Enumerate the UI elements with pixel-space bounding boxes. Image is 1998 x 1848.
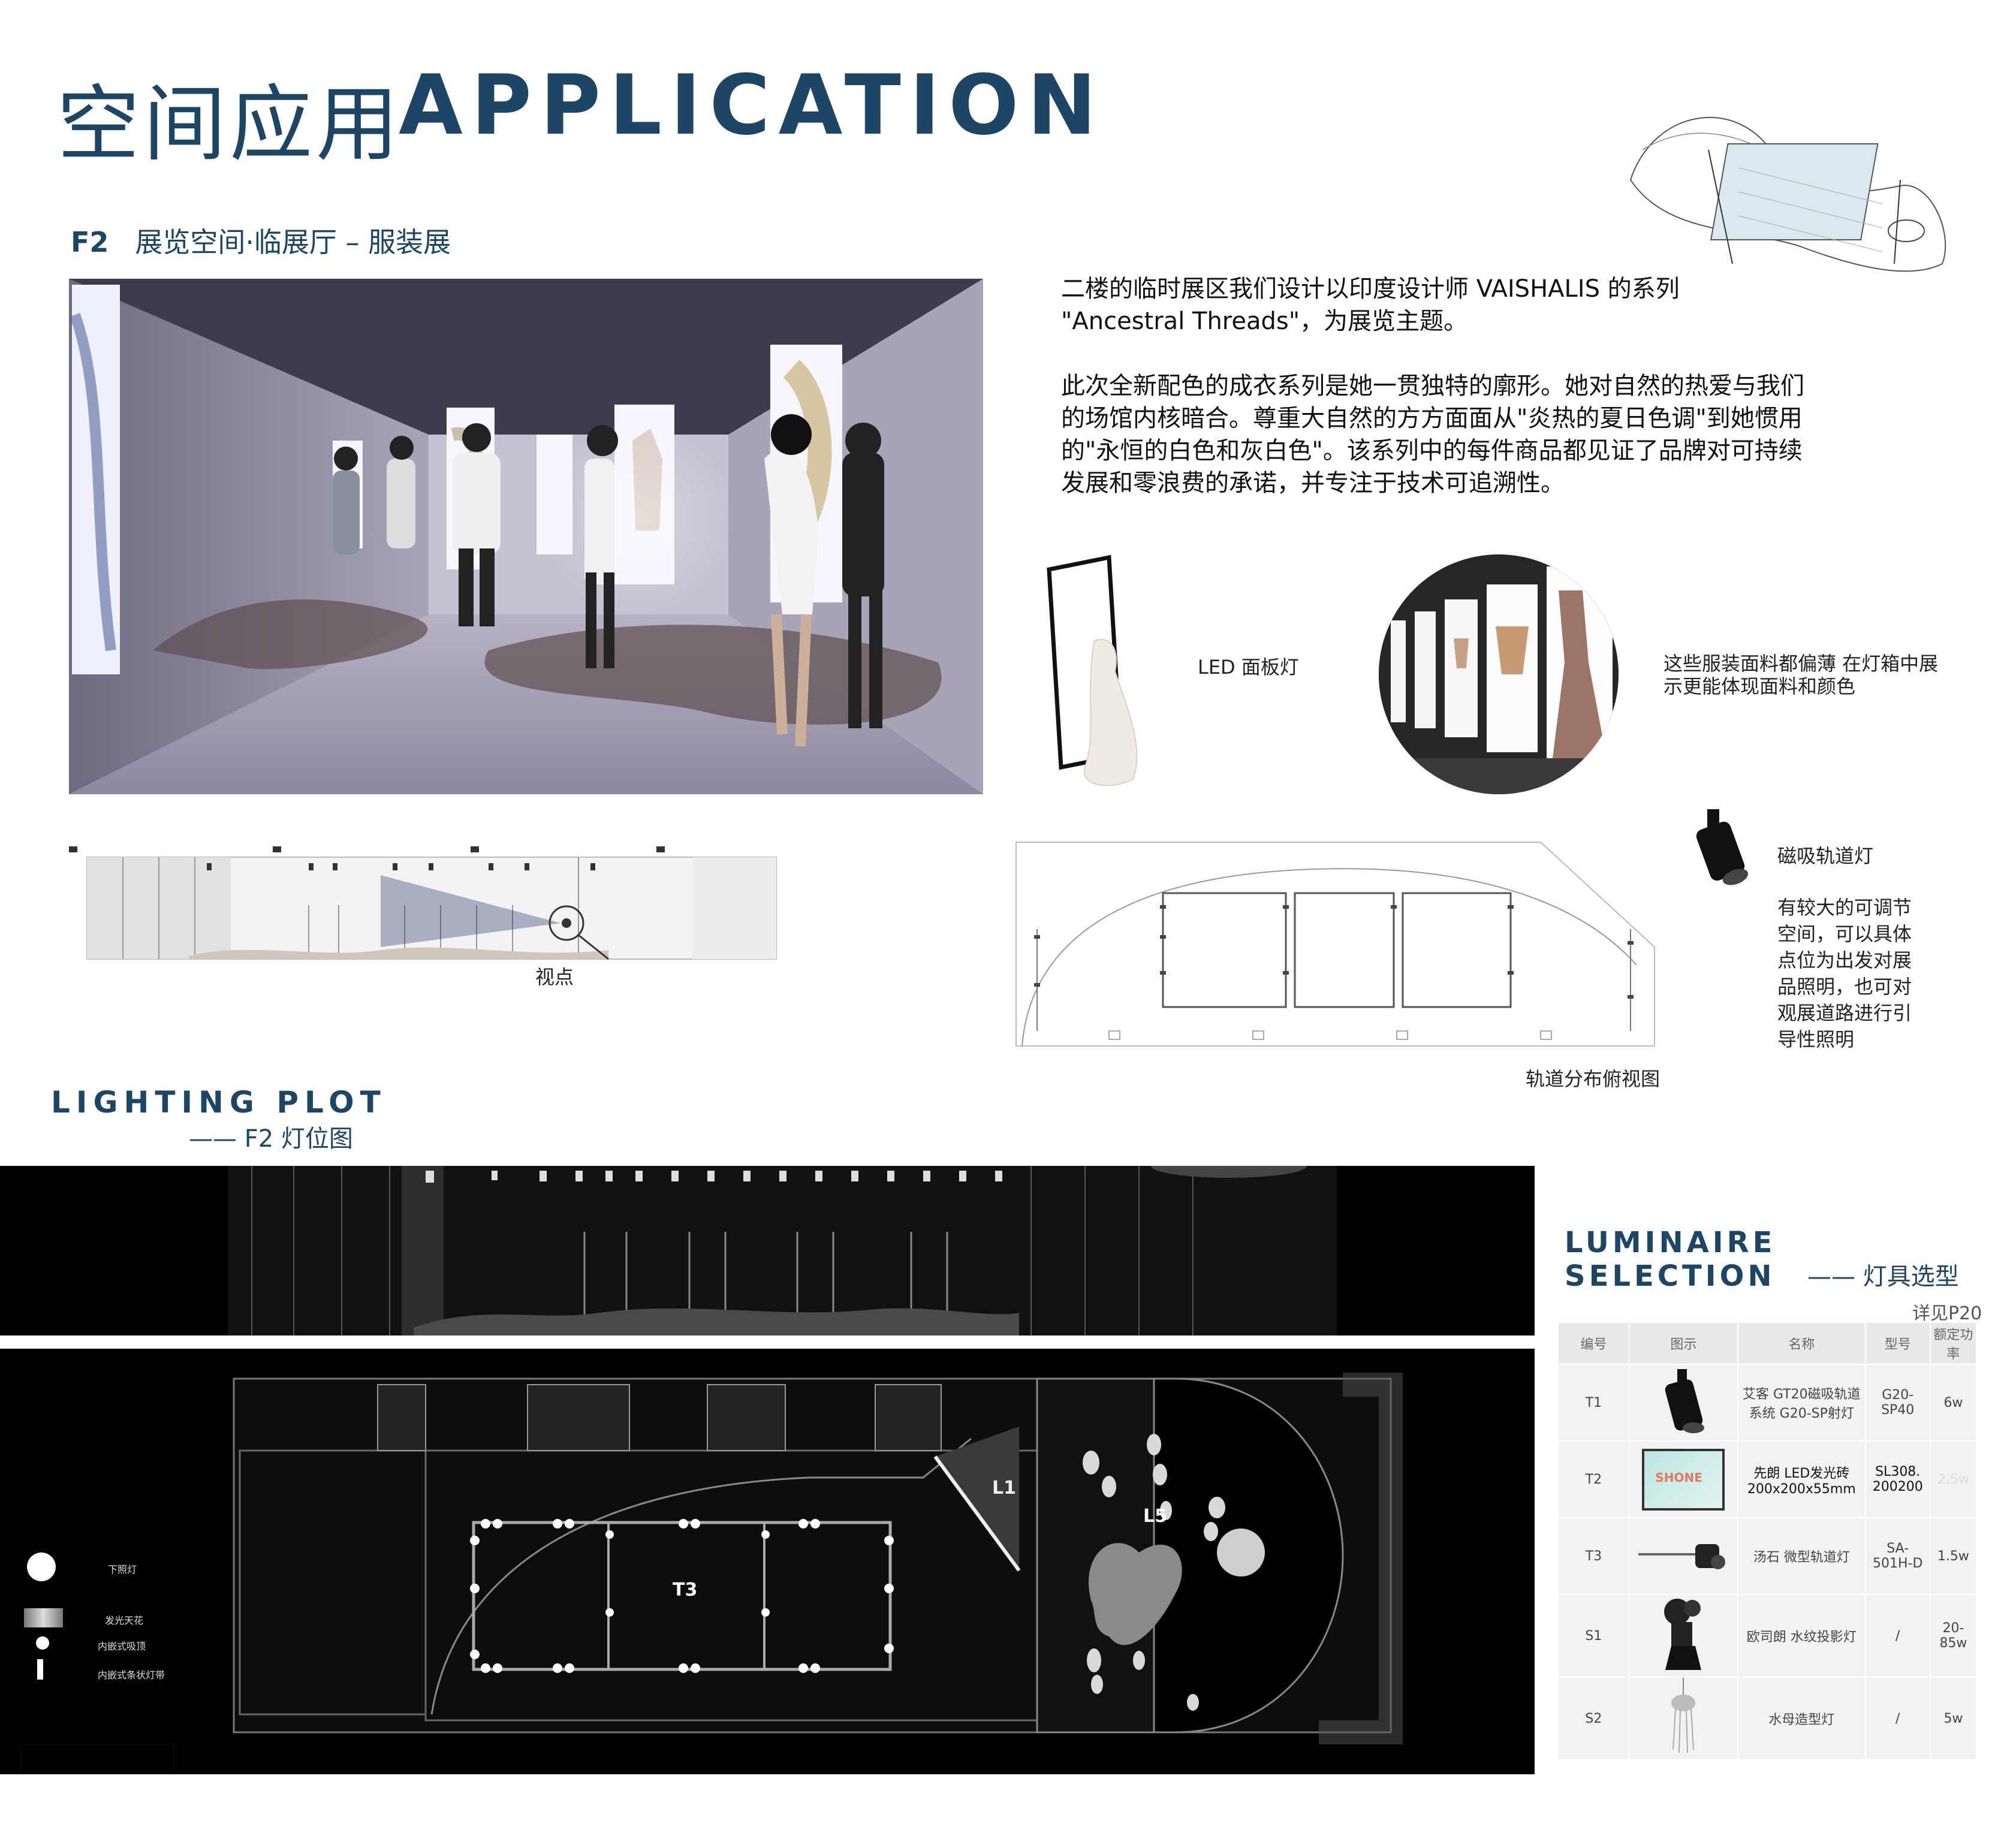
- table-row: S1 欧司朗 水纹投影灯 / 20-85w: [1557, 1594, 1978, 1678]
- intro-text: 二楼的临时展区我们设计以印度设计师 VAISHALIS 的系列 "Ancestr…: [1061, 273, 1804, 532]
- row-name: 先朗 LED发光砖 200x200x55mm: [1737, 1440, 1866, 1518]
- row-name: 水母造型灯: [1737, 1677, 1866, 1760]
- exhibition-rendering: [69, 279, 983, 794]
- fabric-note: 这些服装面料都偏薄 在灯箱中展示更能体现面料和颜色: [1664, 652, 1939, 698]
- track-light-caption: 磁吸轨道灯: [1777, 845, 1874, 867]
- legend-strip: 内嵌式条状灯带: [98, 1669, 165, 1681]
- row-name: 汤石 微型轨道灯: [1737, 1517, 1866, 1595]
- row-id: S1: [1557, 1594, 1630, 1678]
- luminaire-title: LUMINAIRE SELECTION: [1565, 1226, 1776, 1293]
- lightbox-display-photo: [1379, 554, 1619, 794]
- header-id: 编号: [1557, 1322, 1630, 1365]
- luminaire-table: 编号 图示 名称 型号 额定功率 T1 艾客 GT20磁吸轨道系统 G20-SP…: [1557, 1322, 1978, 1760]
- floor-label: F2: [71, 226, 109, 258]
- page-title-cn: 空间应用: [57, 76, 403, 173]
- header-image: 图示: [1628, 1322, 1739, 1365]
- legend-recessed-icon: [36, 1636, 49, 1650]
- table-header-row: 编号 图示 名称 型号 额定功率: [1557, 1322, 1978, 1365]
- row-name: 艾客 GT20磁吸轨道系统 G20-SP射灯: [1737, 1364, 1866, 1442]
- lighting-elevation-band: [0, 1154, 1535, 1335]
- section-elevation-drawing: [69, 846, 777, 960]
- track-plan-drawing: [1015, 842, 1655, 1047]
- row-model: G20-SP40: [1864, 1364, 1931, 1442]
- track-light-note: 有较大的可调节空间，可以具体点位为出发对展品照明，也可对观展道路进行引导性照明: [1777, 896, 1912, 1051]
- table-row: S2 水母造型灯 / 5w: [1557, 1677, 1978, 1760]
- legend-luminous-ceiling: 发光天花: [105, 1615, 144, 1626]
- row-model: SA-501H-D: [1864, 1517, 1931, 1595]
- section-subtitle: F2 展览空间·临展厅 – 服装展: [71, 221, 451, 260]
- mini-track-light-icon: [1628, 1517, 1739, 1595]
- table-row: T2 SHONE 先朗 LED发光砖 200x200x55mm SL308. 2…: [1557, 1440, 1978, 1518]
- led-tile-icon: SHONE: [1628, 1440, 1739, 1518]
- spotlight-icon: [1628, 1364, 1739, 1442]
- lighting-plot-title: LIGHTING PLOT: [51, 1085, 387, 1120]
- table-row: T3 汤石 微型轨道灯 SA-501H-D 1.5w: [1557, 1517, 1978, 1595]
- legend-recessed: 内嵌式吸顶: [98, 1641, 146, 1652]
- led-panel-caption: LED 面板灯: [1198, 656, 1299, 679]
- legend-downlight: 下照灯: [108, 1564, 137, 1575]
- track-light-icon: [1696, 809, 1749, 885]
- legend-luminous-ceiling-icon: [24, 1608, 63, 1627]
- row-id: T3: [1557, 1517, 1630, 1595]
- plan-label-l1: L1: [992, 1478, 1016, 1499]
- row-name: 欧司朗 水纹投影灯: [1737, 1594, 1866, 1678]
- row-power: 20-85w: [1929, 1594, 1978, 1678]
- row-id: S2: [1557, 1677, 1630, 1760]
- plan-label-t3: T3: [673, 1579, 698, 1600]
- header-power: 额定功率: [1929, 1322, 1978, 1365]
- lighting-plan-band: [0, 1349, 1535, 1787]
- track-plan-caption: 轨道分布俯视图: [1526, 1068, 1661, 1090]
- row-id: T1: [1557, 1364, 1630, 1442]
- legend-downlight-icon: [27, 1552, 56, 1581]
- luminaire-subtitle: —— 灯具选型: [1807, 1263, 1959, 1291]
- intro-paragraph-1: 二楼的临时展区我们设计以印度设计师 VAISHALIS 的系列 "Ancestr…: [1061, 275, 1680, 335]
- viewpoint-label: 视点: [535, 966, 574, 988]
- header-model: 型号: [1864, 1322, 1931, 1365]
- intro-paragraph-2: 此次全新配色的成衣系列是她一贯独特的廓形。她对自然的热爱与我们的场馆内核暗合。尊…: [1061, 372, 1804, 497]
- table-row: T1 艾客 GT20磁吸轨道系统 G20-SP射灯 G20-SP40 6w: [1557, 1364, 1978, 1442]
- row-power: 6w: [1929, 1364, 1978, 1442]
- tile-brand-label: SHONE: [1655, 1470, 1702, 1485]
- jellyfish-lamp-icon: [1628, 1677, 1739, 1760]
- luminaire-reference: 详见P20: [1912, 1303, 1982, 1324]
- page-title-en: APPLICATION: [399, 57, 1105, 153]
- water-projector-icon: [1628, 1594, 1739, 1678]
- axonometric-sketch: [1629, 117, 1946, 272]
- row-power: 2.5w: [1929, 1440, 1978, 1518]
- header-name: 名称: [1737, 1322, 1866, 1365]
- section-label: 展览空间·临展厅 – 服装展: [135, 226, 451, 258]
- legend-strip-icon: [37, 1659, 43, 1680]
- row-power: 5w: [1929, 1677, 1978, 1760]
- row-model: /: [1864, 1677, 1931, 1760]
- row-power: 1.5w: [1929, 1517, 1978, 1595]
- row-model: /: [1864, 1594, 1931, 1678]
- row-id: T2: [1557, 1440, 1630, 1518]
- lighting-plot-subtitle: —— F2 灯位图: [189, 1125, 353, 1153]
- row-model: SL308. 200200: [1864, 1440, 1931, 1518]
- led-panel-illustration: [1047, 554, 1138, 786]
- plan-label-l5: L5: [1143, 1506, 1167, 1527]
